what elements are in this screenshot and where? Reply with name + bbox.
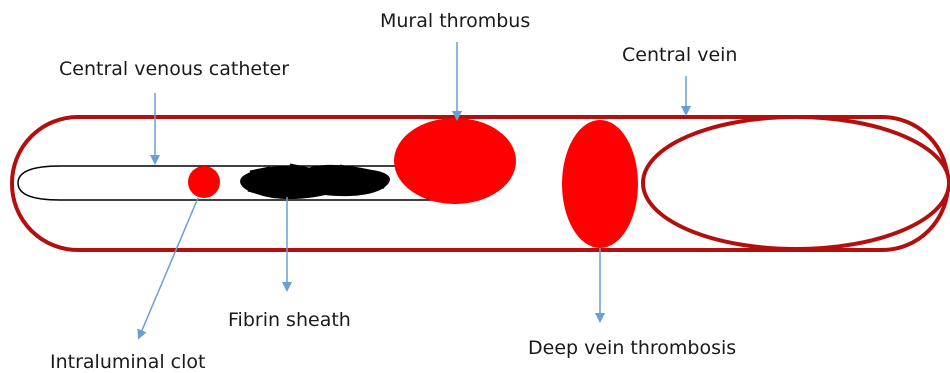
- central-vein-opening: [643, 117, 949, 249]
- label-central-vein: Central vein: [622, 44, 737, 66]
- deep-vein-thrombosis: [562, 120, 638, 248]
- label-mural-thrombus: Mural thrombus: [380, 10, 530, 32]
- mural-thrombus: [394, 118, 516, 204]
- fibrin-sheath: [240, 165, 390, 199]
- label-deep-vein-thrombosis: Deep vein thrombosis: [528, 337, 736, 359]
- arrow-intraluminal-clot: [140, 198, 198, 335]
- label-central-venous-catheter: Central venous catheter: [59, 58, 289, 80]
- intraluminal-clot: [188, 166, 220, 198]
- label-fibrin-sheath: Fibrin sheath: [228, 309, 351, 331]
- label-intraluminal-clot: Intraluminal clot: [50, 351, 205, 373]
